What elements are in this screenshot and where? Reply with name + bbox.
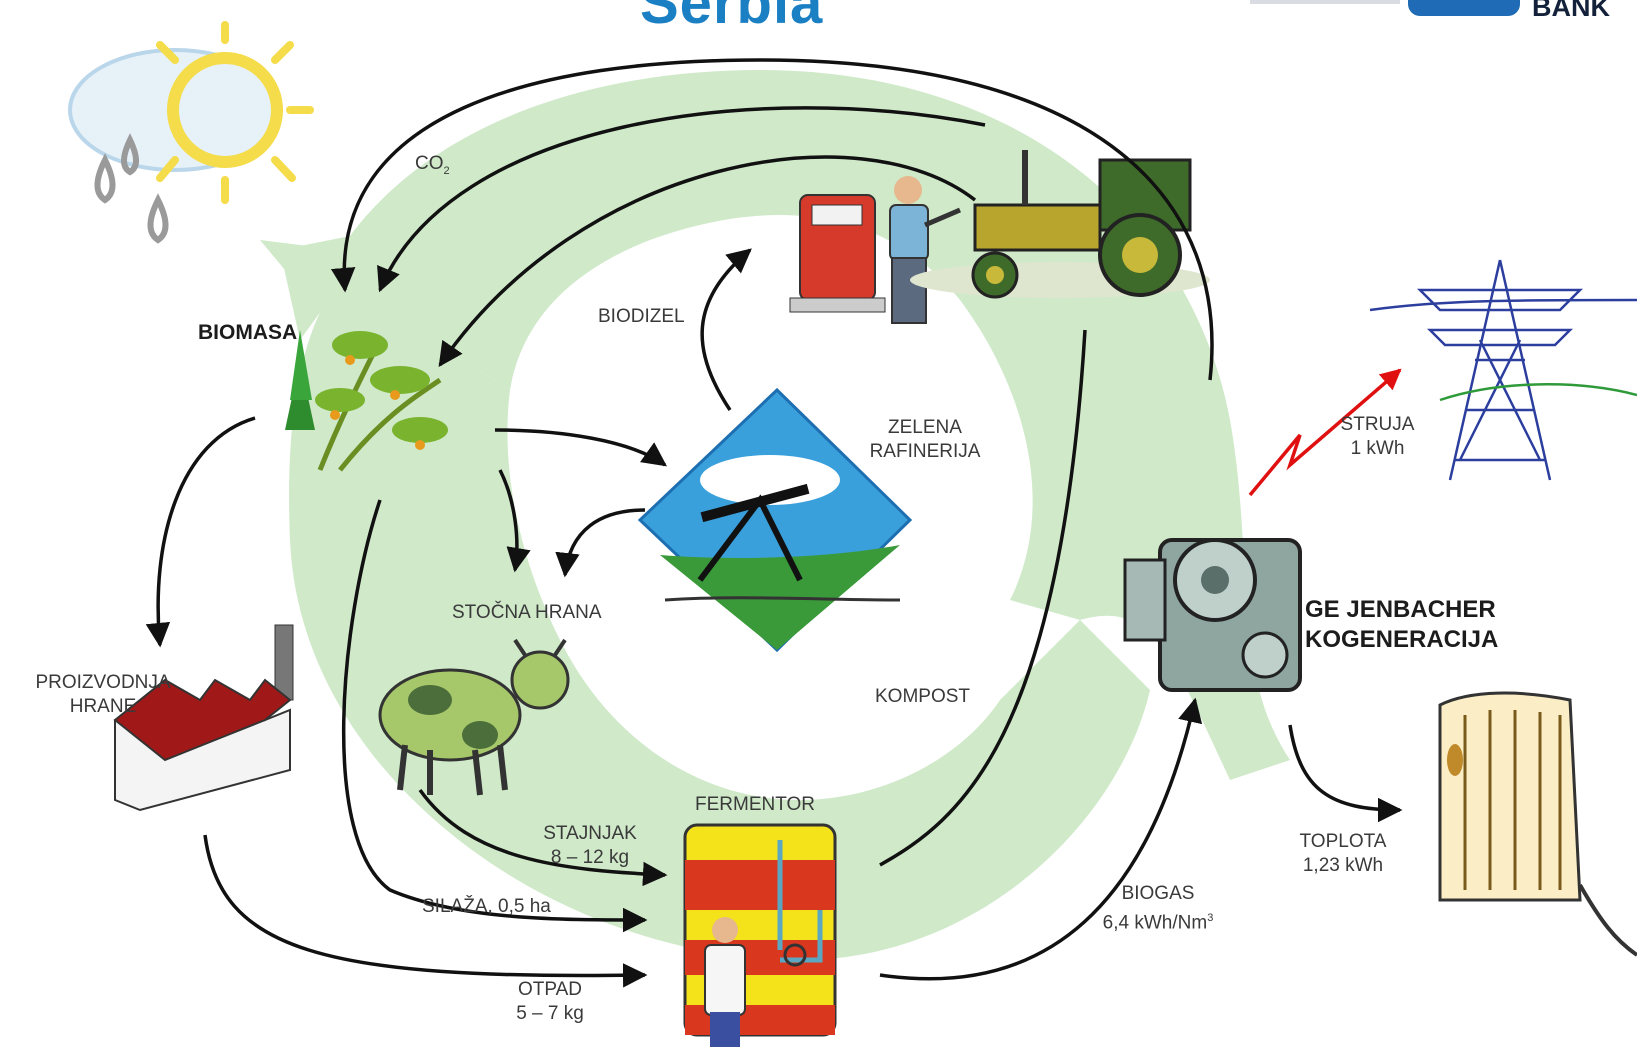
- co2-label: CO2: [415, 153, 450, 177]
- tractor-icon: [910, 150, 1210, 299]
- cow-icon: [378, 638, 570, 796]
- engine-icon: [1123, 538, 1302, 692]
- electricity-arrow: [1248, 368, 1402, 497]
- biomasa-label: BIOMASA: [198, 321, 298, 344]
- flow-arrows: [145, 58, 1403, 988]
- oil-refinery-icon: [637, 387, 913, 653]
- fermentor-label: FERMENTOR: [695, 794, 815, 815]
- farmer-icon: [889, 176, 961, 324]
- biodizel-label: BIODIZEL: [598, 306, 685, 327]
- bank-logo-icon: [1408, 0, 1520, 16]
- bank-logo-text: BANK: [1532, 0, 1610, 22]
- page-title: Serbia: [640, 0, 824, 36]
- weather-icon: [68, 21, 314, 244]
- header-bar: [1250, 0, 1400, 4]
- power-tower-icon: [1369, 259, 1637, 481]
- scientist-icon: [704, 917, 746, 1047]
- fuel-pump-icon: [789, 194, 886, 313]
- stocna-hrana-label: STOČNA HRANA: [452, 602, 602, 623]
- biomass-plant-icon: [285, 330, 448, 472]
- radiator-icon: [1438, 691, 1637, 957]
- kompost-label: KOMPOST: [875, 686, 971, 707]
- factory-icon: [113, 624, 294, 812]
- silaza-label: SILAŽA, 0,5 ha: [422, 896, 551, 917]
